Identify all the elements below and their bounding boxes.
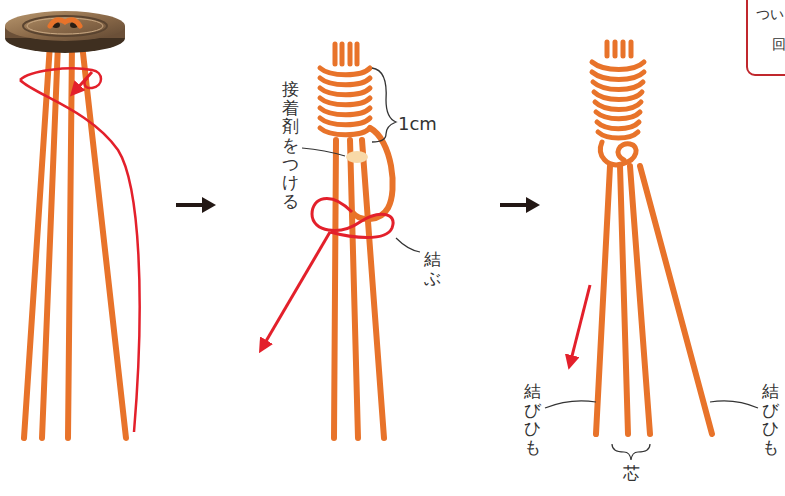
leader-line — [396, 238, 420, 252]
leader-line — [545, 401, 596, 408]
panel-three — [592, 42, 712, 434]
coil — [592, 72, 644, 80]
cord — [355, 44, 360, 64]
coil — [320, 128, 370, 135]
coil — [595, 102, 641, 110]
cord — [613, 42, 618, 56]
cord — [630, 166, 650, 434]
dimension-label: 1cm — [398, 113, 437, 134]
cord — [596, 166, 610, 434]
knot — [600, 142, 636, 165]
coil — [596, 112, 640, 119]
pull-arrow — [262, 232, 330, 348]
instruction-label: 接着剤をつける — [282, 80, 299, 211]
cord — [640, 166, 712, 434]
pull-arrow — [570, 285, 590, 364]
long-cord — [20, 80, 140, 432]
step-arrow — [500, 203, 530, 207]
glue-spot — [346, 151, 368, 163]
cord — [362, 140, 384, 438]
cord — [350, 140, 358, 438]
length-bracket — [372, 68, 396, 142]
coil — [320, 118, 370, 125]
coil — [320, 98, 370, 105]
cord — [68, 44, 72, 438]
coil — [320, 88, 370, 95]
cord — [334, 140, 336, 438]
cord — [42, 44, 58, 438]
step-arrow — [176, 203, 206, 207]
step-arrow-head — [202, 197, 216, 213]
coil — [598, 132, 638, 138]
leader-line — [710, 401, 758, 408]
cord — [82, 44, 126, 438]
note-text: 回 — [772, 36, 785, 54]
coil — [597, 122, 639, 129]
coil — [320, 68, 370, 75]
note-box: つい回 — [746, 0, 785, 76]
cord — [348, 44, 353, 64]
coil — [594, 92, 642, 100]
note-text: つい — [756, 6, 785, 24]
cord — [340, 44, 345, 64]
cord — [621, 42, 626, 56]
cord — [629, 42, 634, 56]
cord — [620, 166, 628, 434]
instruction-label: 結ぶ — [424, 250, 441, 287]
knot-loop — [312, 199, 393, 238]
coil — [320, 78, 370, 85]
core-brace — [612, 444, 650, 460]
wrap-arrow — [74, 72, 92, 92]
part-label: 結びひも — [524, 382, 541, 457]
part-label: 結びひも — [762, 382, 779, 457]
loop — [20, 68, 101, 88]
coil — [592, 62, 644, 70]
red-wrap-cord — [20, 68, 140, 432]
step-arrow-head — [526, 197, 540, 213]
coil — [593, 82, 643, 90]
part-label: 芯 — [623, 464, 640, 483]
button — [5, 11, 125, 53]
panel-two — [320, 44, 393, 438]
coil — [320, 108, 370, 115]
cord — [333, 44, 338, 64]
red-knot — [262, 199, 393, 348]
cord — [605, 42, 610, 56]
leader-line — [302, 148, 345, 156]
panel-one — [24, 44, 126, 438]
